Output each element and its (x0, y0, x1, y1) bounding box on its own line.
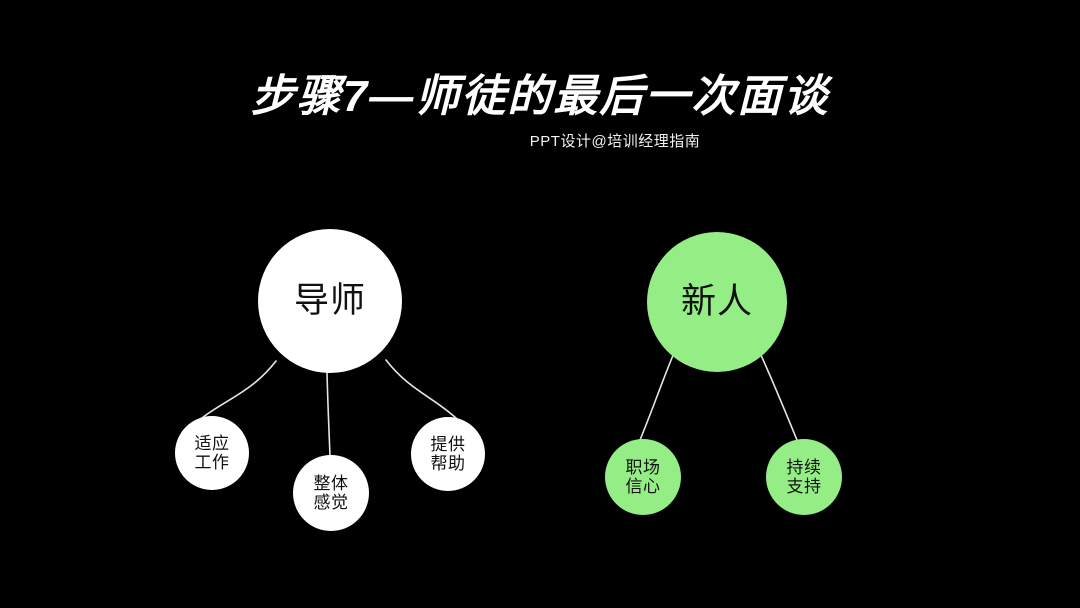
node-newcomer-child-1[interactable]: 持续 支持 (766, 439, 842, 515)
connector-line (201, 360, 277, 419)
connector-line (326, 372, 331, 457)
page-subtitle: PPT设计@培训经理指南 (529, 133, 701, 150)
node-mentor-child-1[interactable]: 整体 感觉 (293, 455, 369, 531)
node-mentor-root[interactable]: 导师 (258, 229, 402, 373)
node-label: 职场 信心 (625, 457, 661, 496)
title-block: 步骤7—师徒的最后一次面谈 PPT设计@培训经理指南 (0, 70, 1080, 152)
connector-line (385, 359, 458, 420)
node-label: 整体 感觉 (313, 473, 349, 512)
node-newcomer-root[interactable]: 新人 (647, 232, 787, 372)
node-mentor-child-0[interactable]: 适应 工作 (175, 416, 249, 490)
page-title: 步骤7—师徒的最后一次面谈 (250, 72, 830, 121)
connector-line (639, 352, 675, 441)
connector-line (759, 352, 798, 441)
node-label: 新人 (680, 282, 753, 322)
node-label: 导师 (293, 281, 366, 321)
node-newcomer-child-0[interactable]: 职场 信心 (605, 439, 681, 515)
node-label: 提供 帮助 (430, 434, 466, 473)
node-label: 持续 支持 (786, 457, 822, 496)
node-mentor-child-2[interactable]: 提供 帮助 (411, 417, 485, 491)
node-label: 适应 工作 (194, 433, 230, 472)
